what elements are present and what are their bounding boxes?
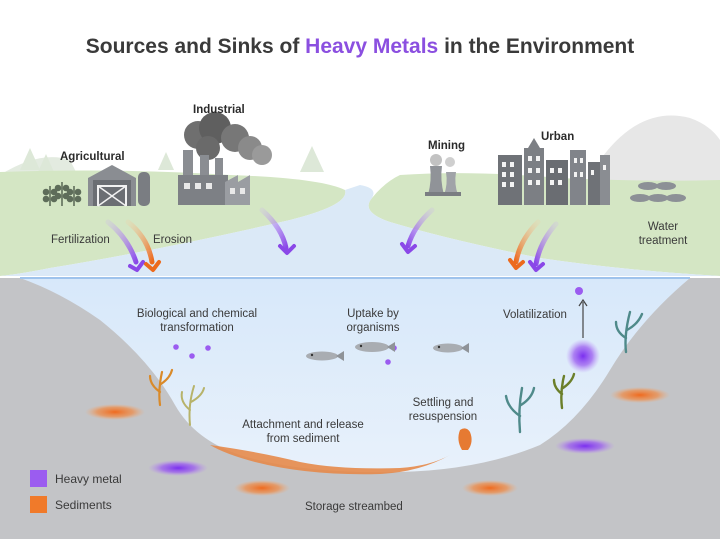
label-attachment-line1: Attachment and release — [242, 419, 364, 431]
label-attachment-line2: from sediment — [266, 433, 340, 445]
label-uptake-line2: organisms — [346, 322, 400, 334]
label-water-treatment: Water treatment — [628, 220, 698, 248]
label-biological-chemical-line1: Biological and chemical — [136, 308, 258, 320]
crop-plants-icon — [42, 182, 82, 206]
fish-icons — [306, 342, 469, 361]
label-water-treatment-line1: Water — [647, 221, 679, 233]
volatilization-icon — [566, 298, 600, 373]
legend-heavy-metal: Heavy metal — [30, 470, 122, 487]
label-settling-line1: Settling and — [412, 397, 474, 409]
title-highlight: Heavy Metals — [305, 35, 439, 58]
label-biological-chemical: Biological and chemical transformation — [122, 307, 272, 335]
label-uptake-line1: Uptake by — [347, 308, 399, 320]
aquatic-plants — [148, 310, 644, 434]
label-storage-streambed: Storage streambed — [305, 501, 403, 513]
legend-swatch-sediments — [30, 496, 47, 513]
heavy-metal-particles — [173, 287, 583, 365]
label-agricultural: Agricultural — [60, 151, 125, 163]
mining-plant-icon — [425, 154, 461, 196]
diagram-title: Sources and Sinks of Heavy Metals in the… — [0, 35, 720, 59]
legend-sediments: Sediments — [30, 496, 112, 513]
label-industrial: Industrial — [193, 104, 245, 116]
label-water-treatment-line2: treatment — [638, 235, 688, 247]
industrial-factory-icon — [178, 112, 272, 205]
heavy-metal-deposits — [148, 438, 615, 476]
label-uptake: Uptake by organisms — [323, 307, 423, 335]
bottom-sediment-layer — [210, 445, 450, 475]
label-fertilization: Fertilization — [51, 234, 110, 246]
input-arrows — [105, 207, 559, 272]
label-attachment: Attachment and release from sediment — [228, 418, 378, 446]
label-settling: Settling and resuspension — [393, 396, 493, 424]
label-volatilization: Volatilization — [503, 309, 567, 321]
title-prefix: Sources and Sinks of — [85, 35, 306, 58]
river-channel — [0, 185, 720, 276]
label-biological-chemical-line2: transformation — [160, 322, 234, 334]
label-erosion: Erosion — [153, 234, 192, 246]
legend-label-heavy-metal: Heavy metal — [55, 471, 122, 486]
water-treatment-icon — [630, 182, 686, 202]
agricultural-barn-icon — [88, 165, 150, 207]
label-urban: Urban — [541, 131, 575, 143]
water-body — [20, 278, 690, 473]
urban-city-icon — [498, 138, 610, 205]
legend-swatch-heavy-metal — [30, 470, 47, 487]
left-land-bank — [0, 170, 346, 276]
label-settling-line2: resuspension — [408, 411, 478, 423]
legend-label-sediments: Sediments — [55, 497, 112, 512]
sediment-deposits — [85, 387, 670, 496]
label-mining: Mining — [428, 140, 466, 152]
title-suffix: in the Environment — [438, 35, 635, 58]
